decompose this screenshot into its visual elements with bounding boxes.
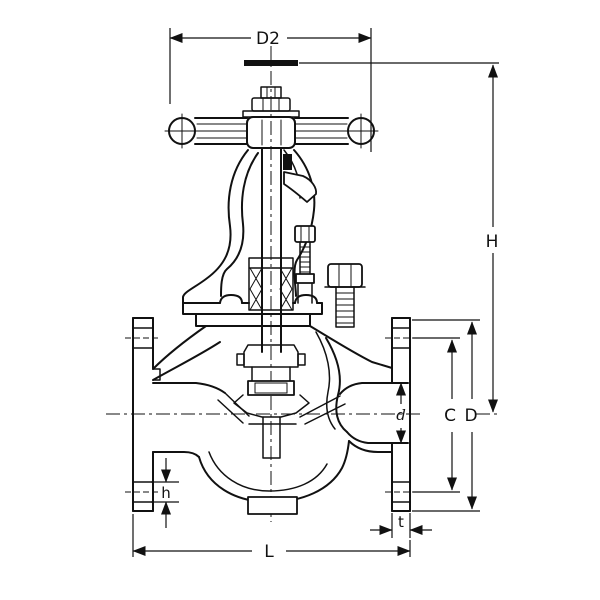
bonnet-hump-left	[219, 294, 243, 304]
right-neck-bottom	[348, 440, 393, 453]
handwheel	[164, 60, 379, 149]
dimension-h-bolt: h	[151, 458, 179, 528]
gland-bolt-upper-threads	[299, 246, 311, 273]
collar-ear-right	[297, 353, 306, 366]
left-port-bore-upper	[152, 382, 226, 394]
stem	[261, 147, 282, 353]
stem-sleeve	[251, 366, 291, 382]
dimension-label-t: t	[398, 513, 404, 531]
flange-left-bolt-hole-bottom	[132, 481, 154, 503]
stem-key-detail	[283, 154, 292, 170]
gland-bolt-upper-foot	[295, 273, 315, 284]
bottom-boss	[247, 496, 298, 515]
dimension-d-outer: D	[412, 319, 480, 512]
body-upper-right-outer	[309, 325, 393, 369]
d-outer-extension-lines	[412, 319, 480, 512]
dimension-h-height: H	[299, 62, 499, 413]
dimension-label-l: L	[264, 542, 274, 562]
packing-hatch-left	[249, 267, 263, 311]
stem-small-nut	[260, 86, 282, 99]
bonnet	[182, 294, 323, 327]
bowl-outer	[198, 440, 350, 503]
bonnet-hump-right	[294, 294, 318, 304]
dimension-l: L	[132, 514, 411, 562]
disc	[233, 394, 310, 418]
partition-outer	[325, 337, 348, 433]
disc-union-nut	[247, 380, 295, 396]
dimension-label-h-height: H	[486, 232, 499, 252]
right-port-bore-upper	[339, 382, 409, 395]
left-knob-crosshair	[164, 113, 200, 149]
handwheel-rim-detail	[194, 123, 349, 139]
stem-assembly	[261, 147, 292, 353]
c-extension-lines	[413, 337, 460, 493]
dimension-c: C	[413, 337, 460, 493]
dimension-d-bore: d	[395, 382, 407, 444]
hub-stem-lines	[261, 119, 282, 146]
backseat-collar	[243, 344, 299, 368]
dimension-label-d-bore: d	[396, 406, 406, 424]
valve-body	[152, 325, 409, 515]
right-knob-crosshair	[343, 113, 379, 149]
disc-and-seat	[233, 344, 310, 459]
dimension-d2: D2	[169, 28, 372, 152]
stem-top-bar	[244, 60, 298, 66]
flange-right-bolt-hole-top	[391, 327, 411, 349]
bowl-inner	[208, 451, 328, 492]
flange-left-bolt-hole-top	[132, 327, 154, 349]
right-port-bore-lower	[346, 431, 409, 444]
collar-ear-left	[236, 353, 245, 366]
gland-bolt-lower-head	[327, 263, 363, 288]
dimension-label-c: C	[444, 406, 456, 426]
left-neck-bottom	[152, 451, 200, 458]
flange-left	[125, 317, 161, 512]
handwheel-hub	[246, 116, 296, 149]
dimension-label-d-outer: D	[464, 406, 477, 426]
packing-gland	[248, 257, 294, 311]
flange-right	[385, 317, 417, 512]
flange-left-hub-step	[152, 368, 161, 381]
packing-box	[248, 257, 294, 311]
gland-bolt-upper-head	[294, 225, 316, 243]
bonnet-flange-plate1	[182, 302, 323, 315]
yoke-arm-left-outer	[182, 149, 249, 304]
gland-lug	[297, 282, 313, 304]
centerlines	[106, 46, 500, 522]
seat-arm-right	[299, 395, 346, 425]
stem-small-nut-facets	[266, 86, 276, 99]
gland-bolts	[294, 225, 366, 328]
packing-hatch-right	[279, 267, 293, 311]
flange-left-edges	[132, 317, 154, 512]
handwheel-rim	[194, 117, 349, 145]
body-upper-left-inner	[152, 341, 221, 381]
yoke-bracket	[283, 171, 317, 203]
flange-right-edges	[391, 317, 411, 512]
dimension-label-h-bolt: h	[161, 484, 171, 502]
stem-hex-nut-facets	[262, 97, 280, 112]
partition-inner	[315, 331, 336, 430]
seat-arm-left	[217, 392, 250, 424]
dimension-label-d2: D2	[256, 29, 280, 49]
gland-bolt-lower-threads	[335, 292, 355, 324]
disc-union-nut-inner	[254, 382, 288, 394]
gland-bolt-lower-facets	[338, 263, 352, 288]
flange-right-bolt-hole-bottom	[391, 481, 411, 503]
body-upper-left-outer	[152, 325, 207, 370]
disc-guide-post	[262, 416, 281, 459]
gland-bolt-lower-shank	[335, 286, 355, 328]
gland-bolt-upper-facets	[300, 225, 310, 243]
bonnet-flange-plate2	[195, 313, 311, 327]
yoke-arm-left-inner	[220, 152, 259, 297]
dimension-t: t	[370, 513, 432, 538]
yoke	[182, 149, 317, 304]
